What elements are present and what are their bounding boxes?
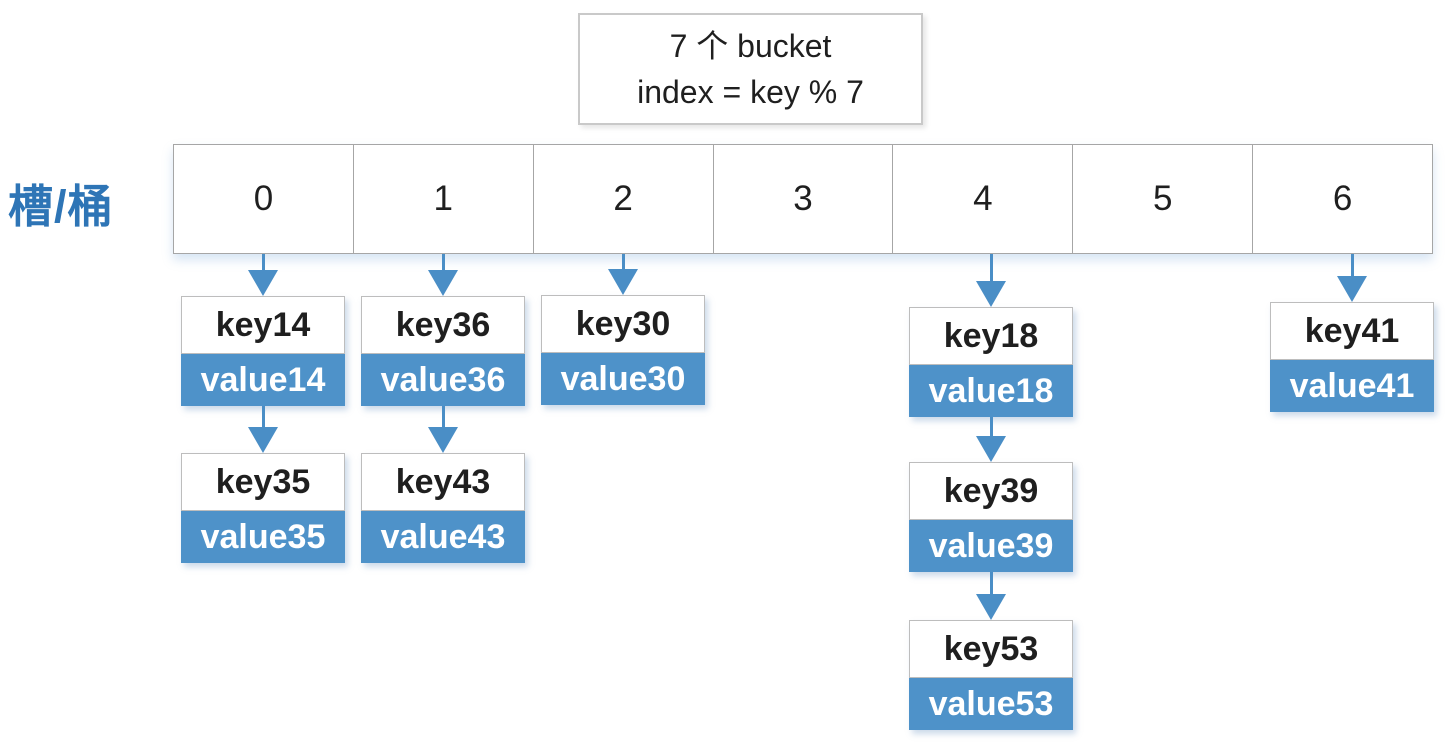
entry-node-key39: key39 value39 — [909, 462, 1073, 572]
entry-node-key14: key14 value14 — [181, 296, 345, 406]
arrow-stem — [1350, 254, 1354, 276]
arrow-head — [608, 269, 638, 295]
entry-node-key35: key35 value35 — [181, 453, 345, 563]
arrow-stem — [989, 417, 993, 436]
arrow-head — [428, 270, 458, 296]
title-line-1: 7 个 bucket — [669, 27, 832, 64]
entry-key: key43 — [361, 453, 525, 511]
entry-key: key18 — [909, 307, 1073, 365]
arrow-head — [976, 281, 1006, 307]
entry-node-key41: key41 value41 — [1270, 302, 1434, 412]
entry-key: key30 — [541, 295, 705, 353]
chain-4-down-arrow-icon — [975, 417, 1007, 462]
bucket-2-down-arrow-icon — [607, 254, 639, 295]
entry-key: key14 — [181, 296, 345, 354]
title-line-2: index = key % 7 — [637, 74, 864, 110]
arrow-stem — [261, 406, 265, 427]
bucket-cell-5: 5 — [1072, 144, 1254, 254]
entry-key: key41 — [1270, 302, 1434, 360]
entry-node-key36: key36 value36 — [361, 296, 525, 406]
entry-value: value36 — [361, 354, 525, 406]
bucket-cell-2: 2 — [532, 144, 714, 254]
arrow-head — [248, 427, 278, 453]
bucket-cell-0: 0 — [173, 144, 354, 254]
arrow-head — [976, 436, 1006, 462]
arrow-head — [1337, 276, 1367, 302]
bucket-cell-4: 4 — [892, 144, 1074, 254]
entry-node-key53: key53 value53 — [909, 620, 1073, 730]
bucket-array: 0 1 2 3 4 5 6 — [173, 144, 1434, 254]
arrow-stem — [261, 254, 265, 270]
entry-value: value41 — [1270, 360, 1434, 412]
entry-node-key30: key30 value30 — [541, 295, 705, 405]
entry-value: value18 — [909, 365, 1073, 417]
bucket-6-down-arrow-icon — [1336, 254, 1368, 302]
entry-node-key18: key18 value18 — [909, 307, 1073, 417]
entry-value: value43 — [361, 511, 525, 563]
slot-bucket-label: 槽/桶 — [8, 181, 114, 232]
bucket-cell-3: 3 — [712, 144, 894, 254]
bucket-4-down-arrow-icon — [975, 254, 1007, 307]
bucket-cell-1: 1 — [352, 144, 534, 254]
entry-key: key39 — [909, 462, 1073, 520]
arrow-stem — [621, 254, 625, 269]
arrow-stem — [441, 406, 445, 427]
entry-key: key36 — [361, 296, 525, 354]
entry-value: value14 — [181, 354, 345, 406]
entry-key: key53 — [909, 620, 1073, 678]
entry-value: value30 — [541, 353, 705, 405]
entry-node-key43: key43 value43 — [361, 453, 525, 563]
arrow-stem — [989, 254, 993, 281]
chain-1-down-arrow-icon — [427, 406, 459, 453]
diagram-title-box: 7 个 bucket index = key % 7 — [578, 13, 923, 125]
arrow-head — [248, 270, 278, 296]
entry-value: value35 — [181, 511, 345, 563]
arrow-stem — [989, 572, 993, 594]
arrow-head — [428, 427, 458, 453]
entry-key: key35 — [181, 453, 345, 511]
chain-4-down-arrow-icon — [975, 572, 1007, 620]
bucket-1-down-arrow-icon — [427, 254, 459, 296]
bucket-cell-6: 6 — [1252, 144, 1434, 254]
arrow-head — [976, 594, 1006, 620]
bucket-0-down-arrow-icon — [247, 254, 279, 296]
chain-0-down-arrow-icon — [247, 406, 279, 453]
entry-value: value39 — [909, 520, 1073, 572]
arrow-stem — [441, 254, 445, 270]
entry-value: value53 — [909, 678, 1073, 730]
